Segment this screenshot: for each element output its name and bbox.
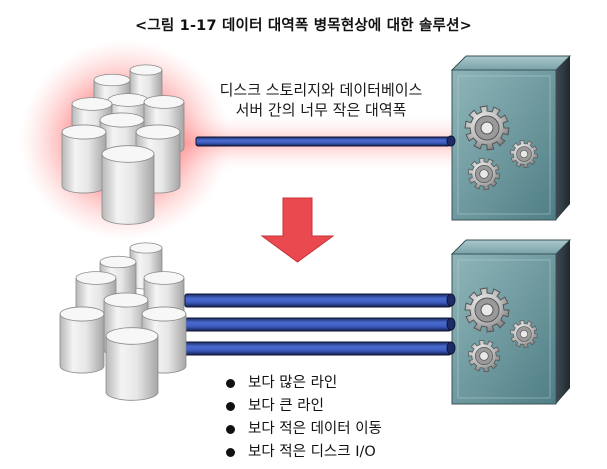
down-arrow-icon (262, 198, 333, 262)
bullet-icon (226, 425, 235, 434)
list-item: 보다 적은 데이터 이동 (226, 418, 382, 441)
wide-data-link-2 (185, 318, 451, 331)
wide-data-link-3 (185, 342, 451, 355)
bullet-icon (226, 379, 235, 388)
server-cabinet-bottom (452, 240, 570, 404)
solution-text: 보다 적은 데이터 이동 (248, 421, 382, 437)
solution-list: 보다 많은 라인 보다 큰 라인 보다 적은 데이터 이동 보다 적은 디스크 … (226, 372, 382, 464)
bullet-icon (226, 448, 235, 457)
bullet-icon (226, 402, 235, 411)
solution-text: 보다 적은 디스크 I/O (248, 444, 376, 460)
list-item: 보다 많은 라인 (226, 372, 382, 395)
disk-storage-cluster-bottom (60, 243, 186, 400)
disk-cylinder-icon (106, 328, 158, 401)
solution-text: 보다 많은 라인 (248, 375, 337, 391)
bottleneck-caption: 디스크 스토리지와 데이터베이스 서버 간의 너무 작은 대역폭 (196, 80, 446, 120)
list-item: 보다 적은 디스크 I/O (226, 441, 382, 464)
thin-data-link (196, 137, 450, 146)
solution-text: 보다 큰 라인 (248, 398, 324, 414)
wide-data-link-1 (185, 294, 451, 307)
disk-cylinder-icon (60, 307, 104, 373)
disk-cylinder-icon (102, 146, 154, 225)
list-item: 보다 큰 라인 (226, 395, 382, 418)
caption-line-1: 디스크 스토리지와 데이터베이스 (196, 80, 446, 100)
server-cabinet-top (452, 56, 570, 220)
caption-line-2: 서버 간의 너무 작은 대역폭 (196, 100, 446, 120)
disk-cylinder-icon (62, 125, 106, 193)
